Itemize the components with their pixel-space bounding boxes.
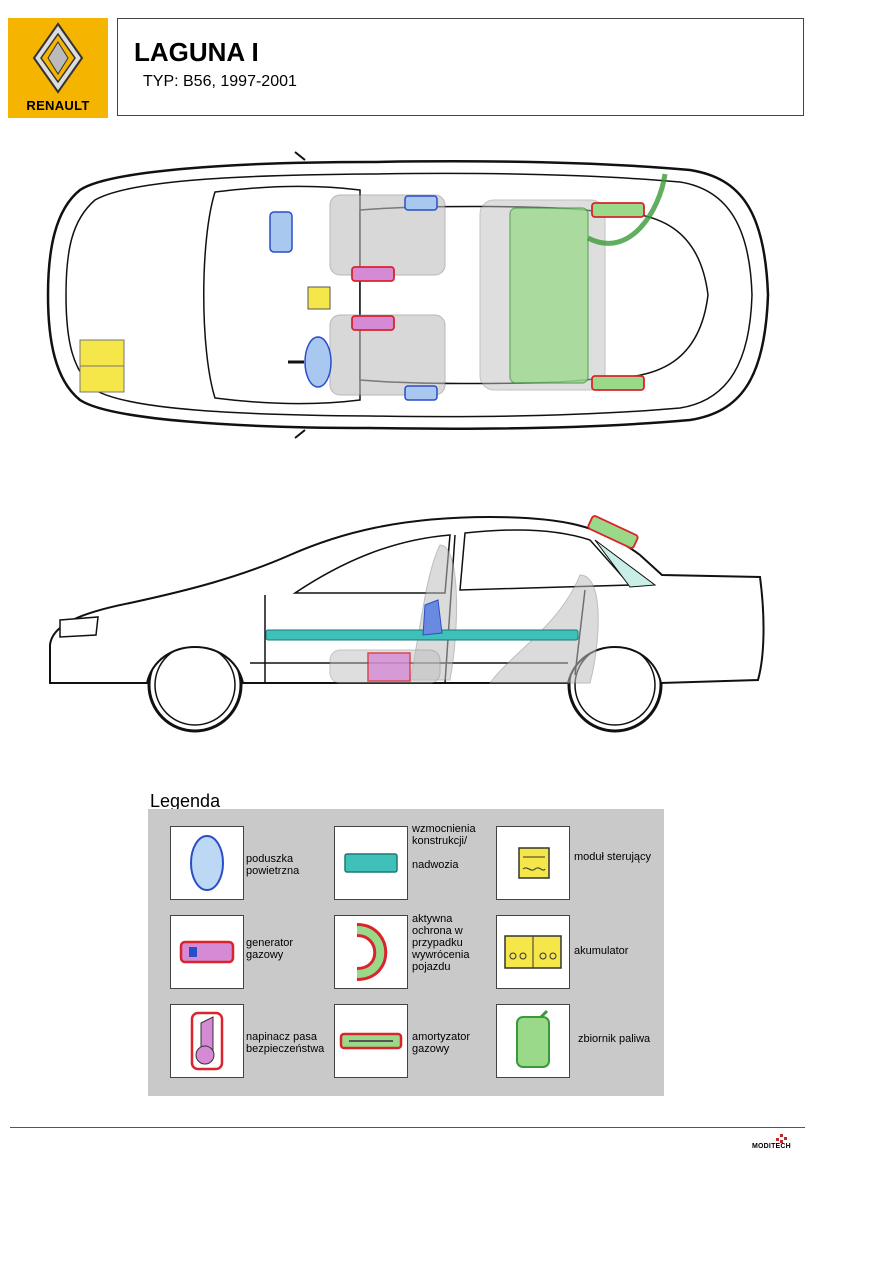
legend-label-fuel-tank: zbiornik paliwa — [578, 1033, 651, 1045]
control-module-icon — [496, 826, 570, 900]
brand-name: RENAULT — [26, 98, 90, 113]
model-type: TYP: B56, 1997-2001 — [143, 73, 297, 90]
legend-label-battery: akumulator — [574, 945, 629, 957]
model-title: LAGUNA I — [134, 37, 259, 67]
legend-label-rollover: aktywna ochrona w przypadku wywrócenia p… — [412, 913, 470, 973]
legend-label-gas-strut: amortyzator gazowy — [412, 1031, 471, 1055]
renault-diamond-icon — [32, 22, 84, 94]
legend-title: Legenda — [150, 791, 221, 811]
legend-panel: poduszka powietrzna wzmocnienia konstruk… — [148, 809, 664, 1096]
moditech-logo — [776, 1134, 787, 1143]
car-side-view — [49, 515, 765, 733]
moditech-logo-text: MODITECH — [752, 1143, 791, 1150]
legend-label-gas-generator: generator gazowy — [246, 937, 294, 961]
title-box — [117, 18, 804, 116]
footer-divider — [10, 1127, 805, 1128]
rollover-protection-icon — [334, 915, 408, 989]
car-top-view — [46, 151, 770, 439]
fuel-tank-icon — [496, 1004, 570, 1078]
legend-label-control-module: moduł sterujący — [574, 851, 652, 863]
legend-label-reinforcement: wzmocnienia konstrukcji/ nadwozia — [412, 823, 476, 871]
belt-tensioner-icon — [170, 1004, 244, 1078]
legend-label-belt-tensioner: napinacz pasa bezpieczeństwa — [246, 1031, 325, 1055]
legend-label-airbag: poduszka powietrzna — [246, 853, 300, 877]
gas-strut-icon — [334, 1004, 408, 1078]
airbag-icon — [170, 826, 244, 900]
gas-generator-icon — [170, 915, 244, 989]
battery-icon — [496, 915, 570, 989]
renault-logo: RENAULT — [8, 18, 108, 118]
reinforcement-icon — [334, 826, 408, 900]
